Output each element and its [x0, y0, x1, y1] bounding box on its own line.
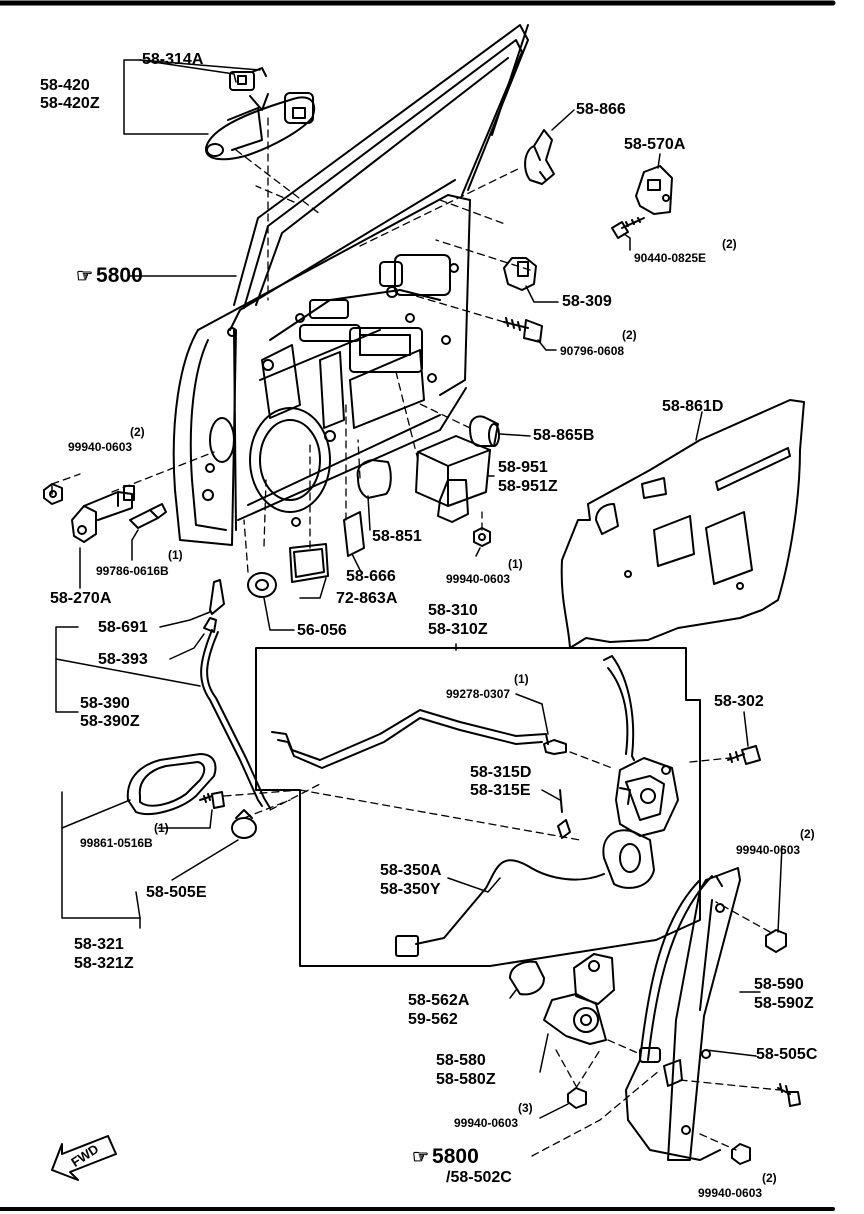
label-58-502C: /58-502C [446, 1169, 512, 1186]
label-58-570A: 58-570A [624, 136, 686, 153]
nut-99940-d [567, 1087, 587, 1109]
label-58-861D: 58-861D [662, 398, 724, 415]
bolt-58-302 [727, 745, 761, 765]
door-pads [289, 459, 392, 583]
label-99940-0603-d: 99940-0603 [454, 1116, 519, 1130]
label-58-420Z: 58-420Z [40, 95, 100, 112]
label-58-580Z: 58-580Z [436, 1071, 496, 1088]
label-58-851: 58-851 [372, 528, 422, 545]
inner-handle-58-321 [126, 753, 217, 816]
nut-99940-a [43, 483, 63, 505]
label-58-270A: 58-270A [50, 590, 112, 607]
label-58-321: 58-321 [74, 936, 124, 953]
label-58-310Z: 58-310Z [428, 621, 488, 638]
grommet-56-056 [247, 572, 277, 598]
label-58-562A: 58-562A [408, 992, 470, 1009]
part-58-309 [503, 257, 537, 291]
label-99940-0603-e: 99940-0603 [698, 1186, 763, 1200]
qty-99786: (1) [168, 548, 183, 562]
screw-99861 [199, 791, 225, 809]
qty-99861: (1) [154, 821, 169, 835]
label-90796-0608: 90796-0608 [560, 344, 625, 358]
label-58-580: 58-580 [436, 1052, 486, 1069]
label-58-505E: 58-505E [146, 884, 207, 901]
label-58-590Z: 58-590Z [754, 995, 814, 1012]
label-58-302: 58-302 [714, 693, 764, 710]
motor-58-580 [543, 953, 615, 1045]
qty-99940-e: (2) [762, 1171, 777, 1185]
label-90440-0825E: 90440-0825E [634, 251, 707, 265]
qty-99940-a: (2) [130, 425, 145, 439]
label-58-691: 58-691 [98, 619, 148, 636]
qty-99278: (1) [514, 672, 529, 686]
part-58-951 [415, 435, 491, 523]
label-99278-0307: 99278-0307 [446, 687, 511, 701]
label-58-666: 58-666 [346, 568, 396, 585]
label-58-310: 58-310 [428, 602, 478, 619]
label-58-951: 58-951 [498, 459, 548, 476]
label-58-350A: 58-350A [380, 862, 442, 879]
trim-panel-58-861D [560, 399, 805, 649]
part-58-865B [469, 415, 500, 447]
label-58-866: 58-866 [576, 101, 626, 118]
label-58-309: 58-309 [562, 293, 612, 310]
label-58-321Z: 58-321Z [74, 955, 134, 972]
nut-99940-c [765, 929, 787, 953]
label-58-314A: 58-314A [142, 51, 204, 68]
door-frame [172, 24, 529, 546]
lock-rod-58-390 [200, 579, 271, 809]
label-58-315E: 58-315E [470, 782, 531, 799]
label-58-390: 58-390 [80, 695, 130, 712]
cover-58-562A [509, 960, 545, 996]
window-regulator-58-590 [625, 867, 741, 1161]
label-58-865B: 58-865B [533, 427, 595, 444]
fwd-arrow [51, 1135, 117, 1181]
qty-90796: (2) [622, 328, 637, 342]
label-99940-0603-b: 99940-0603 [446, 572, 511, 586]
cap-58-505E [231, 809, 257, 839]
label-59-562: 59-562 [408, 1011, 458, 1028]
pointing-hand-icon: ☞ [412, 1147, 430, 1168]
nut-99940-e [731, 1143, 751, 1165]
screw-90440 [611, 217, 645, 239]
pointing-hand-icon: ☞ [76, 266, 94, 287]
door-check-58-270A [71, 485, 135, 543]
ref-5800-bottom: ☞5800 [412, 1146, 479, 1169]
qty-90440: (2) [722, 237, 737, 251]
label-58-350Y: 58-350Y [380, 881, 441, 898]
label-58-393: 58-393 [98, 651, 148, 668]
bolt-90796 [503, 317, 543, 343]
label-99786-0616B: 99786-0616B [96, 564, 169, 578]
label-58-390Z: 58-390Z [80, 713, 140, 730]
part-58-570A [635, 165, 673, 215]
qty-99940-c: (2) [800, 827, 815, 841]
label-58-590: 58-590 [754, 976, 804, 993]
outer-door-handle [205, 67, 316, 161]
latch-group-box [255, 647, 701, 967]
label-58-505C: 58-505C [756, 1046, 818, 1063]
label-56-056: 56-056 [297, 622, 347, 639]
label-58-420: 58-420 [40, 77, 90, 94]
label-58-315D: 58-315D [470, 764, 532, 781]
label-99861-0516B: 99861-0516B [80, 836, 153, 850]
ref-5800-top-text: 5800 [96, 264, 143, 287]
part-58-866 [524, 129, 555, 185]
nut-99940-b [473, 527, 491, 547]
solid-leader-lines [51, 59, 783, 1119]
ref-5800-bottom-text: 5800 [432, 1145, 479, 1168]
ref-5800-top: ☞5800 [76, 265, 143, 288]
dashed-leader-lines [51, 117, 781, 1157]
bolt-58-505C [777, 1083, 801, 1107]
label-72-863A: 72-863A [336, 590, 398, 607]
label-99940-0603-a: 99940-0603 [68, 440, 133, 454]
label-58-951Z: 58-951Z [498, 478, 558, 495]
qty-99940-d: (3) [518, 1101, 533, 1115]
label-99940-0603-c: 99940-0603 [736, 843, 801, 857]
bolt-99786 [129, 503, 167, 529]
qty-99940-b: (1) [508, 557, 523, 571]
